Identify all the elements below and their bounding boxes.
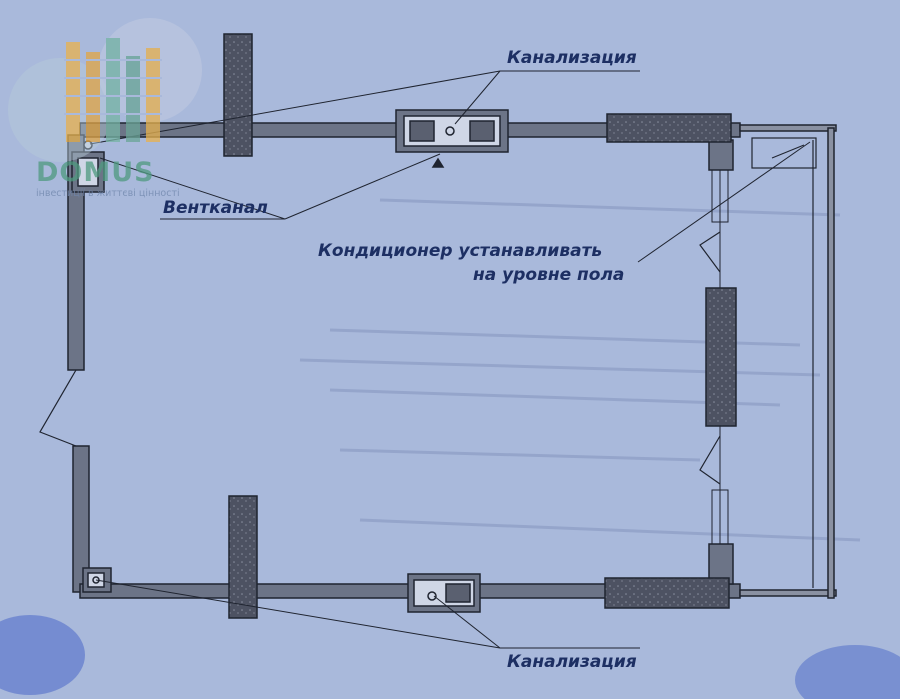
label-vent-channel: Вентканал [163, 198, 268, 218]
background-print [299, 198, 861, 542]
door-right-top [699, 231, 721, 273]
domus-logo: DOMUS інвестиції в життєві цінності [8, 18, 202, 199]
logo-tagline: інвестиції в життєві цінності [36, 188, 180, 199]
door-swings [39, 231, 721, 485]
column-top-left [223, 33, 253, 157]
logo-name: DOMUS [36, 157, 155, 188]
ac-unit-box [751, 137, 817, 169]
wall-right-stub-top [708, 139, 734, 171]
label-sewer-bottom: Канализация [507, 652, 637, 672]
corner-smudge-right [795, 645, 900, 699]
riser-marker [431, 157, 445, 168]
sewer-shaft-top-1 [409, 120, 435, 142]
door-left [39, 369, 77, 447]
columns [223, 33, 732, 619]
balcony [751, 137, 817, 588]
column-right-middle [705, 287, 737, 427]
label-ac-line1: Кондиционер устанавливать [318, 241, 602, 261]
plumbing-block-top [395, 109, 509, 168]
wall-bottom-extension [739, 589, 837, 597]
column-top-right [606, 113, 732, 143]
column-bottom-left [228, 495, 258, 619]
door-right-bottom [699, 435, 721, 485]
sewer-shaft-bottom [445, 583, 471, 603]
sewer-pipe-top [445, 126, 455, 136]
sewer-shaft-top-2 [469, 120, 495, 142]
sewer-pipe-bottom [427, 591, 437, 601]
wall-right-facade [827, 127, 835, 599]
column-bottom-right [604, 577, 730, 609]
plumbing-block-bottom [407, 573, 481, 613]
label-ac-line2: на уровне пола [473, 265, 624, 285]
corner-smudge-left [0, 615, 85, 695]
label-sewer-top: Канализация [507, 48, 637, 68]
building-icon [64, 38, 162, 142]
leader-lines [89, 70, 811, 649]
wall-top-extension [739, 124, 837, 132]
